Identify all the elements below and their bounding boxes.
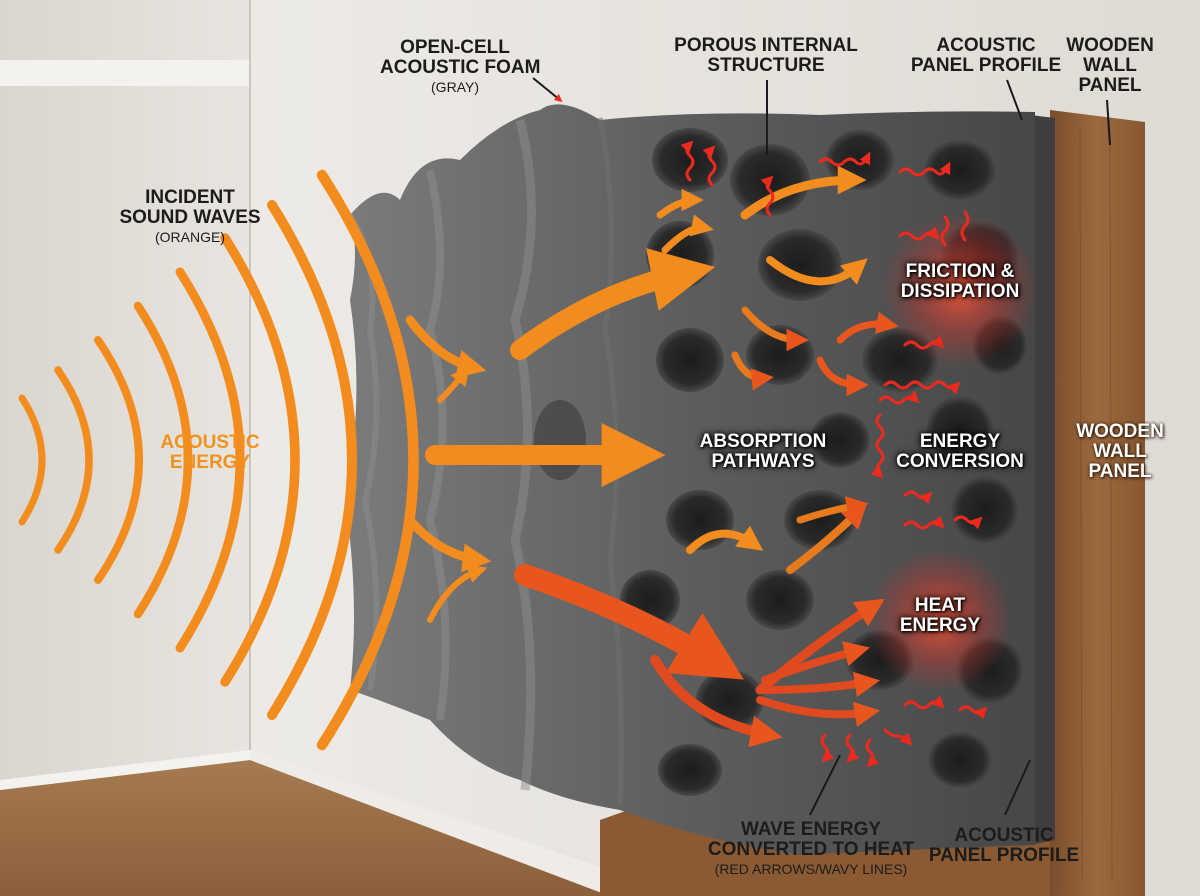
incident-label-line1: INCIDENT xyxy=(145,187,235,208)
absorption-line1: ABSORPTION xyxy=(699,431,827,452)
wooden-side-line2: WALL xyxy=(1093,440,1147,462)
absorption-arrows xyxy=(405,165,899,748)
foam-label-line2: ACOUSTIC FOAM xyxy=(380,56,541,78)
incident-label-note: (ORANGE) xyxy=(155,228,225,245)
wooden-side-line3: PANEL xyxy=(1088,460,1152,482)
porous-label-line2: STRUCTURE xyxy=(707,54,825,76)
foam-label-line1: OPEN-CELL xyxy=(400,37,510,58)
friction-line1: FRICTION & xyxy=(905,261,1015,282)
foam-label: OPEN-CELL ACOUSTIC FOAM (GRAY) xyxy=(380,37,541,95)
friction-line2: DISSIPATION xyxy=(900,280,1020,302)
panel-profile-bottom-line1: ACOUSTIC xyxy=(954,825,1054,846)
heat-wavy-lines xyxy=(680,140,988,768)
friction-dissipation-label: FRICTION & DISSIPATION xyxy=(885,262,1035,302)
heat-line2: ENERGY xyxy=(899,614,981,636)
panel-profile-bottom-label: ACOUSTIC PANEL PROFILE xyxy=(918,826,1090,866)
porous-structure-label: POROUS INTERNAL STRUCTURE xyxy=(668,36,864,76)
heat-line1: HEAT xyxy=(914,595,966,616)
absorption-line2: PATHWAYS xyxy=(711,450,815,472)
wooden-top-line2: WALL xyxy=(1083,54,1137,76)
acoustic-energy-line1: ACOUSTIC xyxy=(160,432,260,453)
incident-sound-waves xyxy=(18,169,419,751)
label-leader-lines xyxy=(532,77,1111,816)
heat-energy-label: HEAT ENERGY xyxy=(895,596,985,636)
panel-profile-bottom-line2: PANEL PROFILE xyxy=(928,844,1080,866)
heat-energy-glow xyxy=(868,548,1012,692)
wave-heat-note: (RED ARROWS/WAVY LINES) xyxy=(714,860,908,877)
porous-label-line1: POROUS INTERNAL xyxy=(674,35,858,56)
incident-sound-waves-label: INCIDENT SOUND WAVES (ORANGE) xyxy=(92,188,288,245)
wooden-top-line1: WOODEN xyxy=(1066,35,1154,56)
incident-label-line2: SOUND WAVES xyxy=(119,206,261,228)
conversion-line2: CONVERSION xyxy=(896,450,1024,472)
foam-label-note: (GRAY) xyxy=(431,78,479,95)
panel-profile-top-line2: PANEL PROFILE xyxy=(910,54,1062,76)
energy-conversion-label: ENERGY CONVERSION xyxy=(880,432,1040,472)
acoustic-energy-label: ACOUSTIC ENERGY xyxy=(150,433,270,473)
conversion-line1: ENERGY xyxy=(919,431,1001,452)
wave-heat-line1: WAVE ENERGY xyxy=(740,819,882,840)
wooden-wall-top-label: WOODEN WALL PANEL xyxy=(1060,36,1160,96)
acoustic-energy-line2: ENERGY xyxy=(169,451,251,473)
absorption-pathways-label: ABSORPTION PATHWAYS xyxy=(693,432,833,472)
wooden-wall-side-label: WOODEN WALL PANEL xyxy=(1070,422,1170,482)
friction-heat-glow xyxy=(882,212,1038,368)
panel-profile-top-label: ACOUSTIC PANEL PROFILE xyxy=(900,36,1072,76)
panel-profile-top-line1: ACOUSTIC xyxy=(936,35,1036,56)
wooden-top-line3: PANEL xyxy=(1078,74,1142,96)
wooden-side-line1: WOODEN xyxy=(1076,421,1164,442)
wave-energy-heat-label: WAVE ENERGY CONVERTED TO HEAT (RED ARROW… xyxy=(706,820,916,877)
wave-heat-line2: CONVERTED TO HEAT xyxy=(707,838,915,860)
